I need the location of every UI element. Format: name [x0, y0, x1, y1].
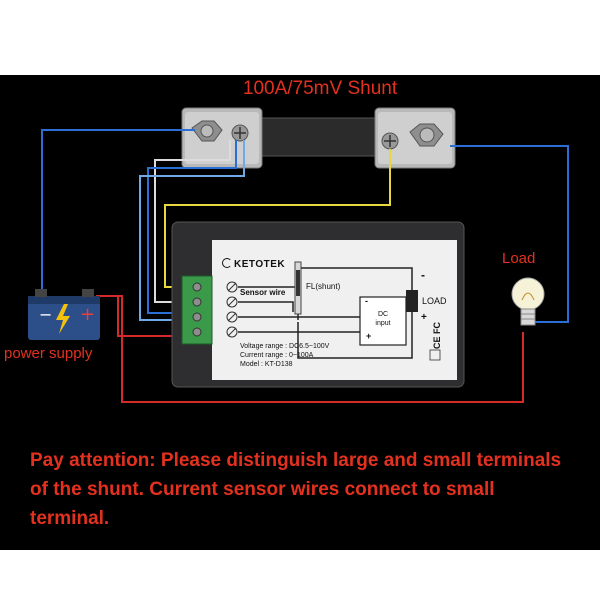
- svg-text:+: +: [80, 304, 95, 325]
- brand-text: KETOTEK: [234, 259, 286, 270]
- attention-note: Pay attention: Please distinguish large …: [30, 450, 562, 529]
- shunt-bar: [249, 117, 396, 157]
- lightning-icon: [56, 304, 70, 334]
- wire-red-meter-positive: [96, 295, 192, 337]
- current-range: Current range : 0~100A: [240, 352, 314, 359]
- voltage-range: Voltage range : DC6.5~100V: [240, 343, 330, 350]
- meter-body: [171, 221, 465, 388]
- certification-marks: CE FC: [432, 322, 442, 349]
- wire-blue-load: [450, 145, 569, 323]
- wire-white-sensor-1: [154, 140, 231, 303]
- model-label: Model : KT-D138: [240, 361, 293, 368]
- meter-brand: KETOTEK: [222, 258, 285, 270]
- svg-text:−: −: [39, 305, 52, 324]
- dc-input-box: [359, 296, 407, 346]
- load-label: Load: [502, 250, 536, 267]
- wire-blue-sensor: [147, 140, 237, 314]
- wire-blue-battery-negative: [41, 129, 195, 290]
- brand-logo-icon: [222, 258, 232, 268]
- shunt-right-block: [374, 107, 456, 169]
- fl-shunt-label: FL(shunt): [306, 282, 341, 291]
- meter-load-label: LOAD: [422, 296, 447, 306]
- wire-cyan-sensor: [139, 140, 245, 321]
- meter-load-minus: -: [421, 268, 425, 282]
- shunt-left-block: [181, 107, 263, 169]
- shunt-title: 100A/75mV Shunt: [242, 78, 398, 99]
- wire-red-load-positive: [108, 295, 524, 403]
- sensor-wire-label: Sensor wire: [240, 288, 286, 297]
- power-supply-label: power supply: [4, 345, 93, 362]
- meter-load-plus: +: [421, 312, 427, 323]
- dc-input-label: DC input: [375, 311, 391, 327]
- battery: − +: [28, 289, 100, 340]
- dc-input-plus: +: [366, 331, 372, 341]
- bulb-icon: [511, 277, 545, 326]
- dc-input-minus: -: [365, 296, 368, 306]
